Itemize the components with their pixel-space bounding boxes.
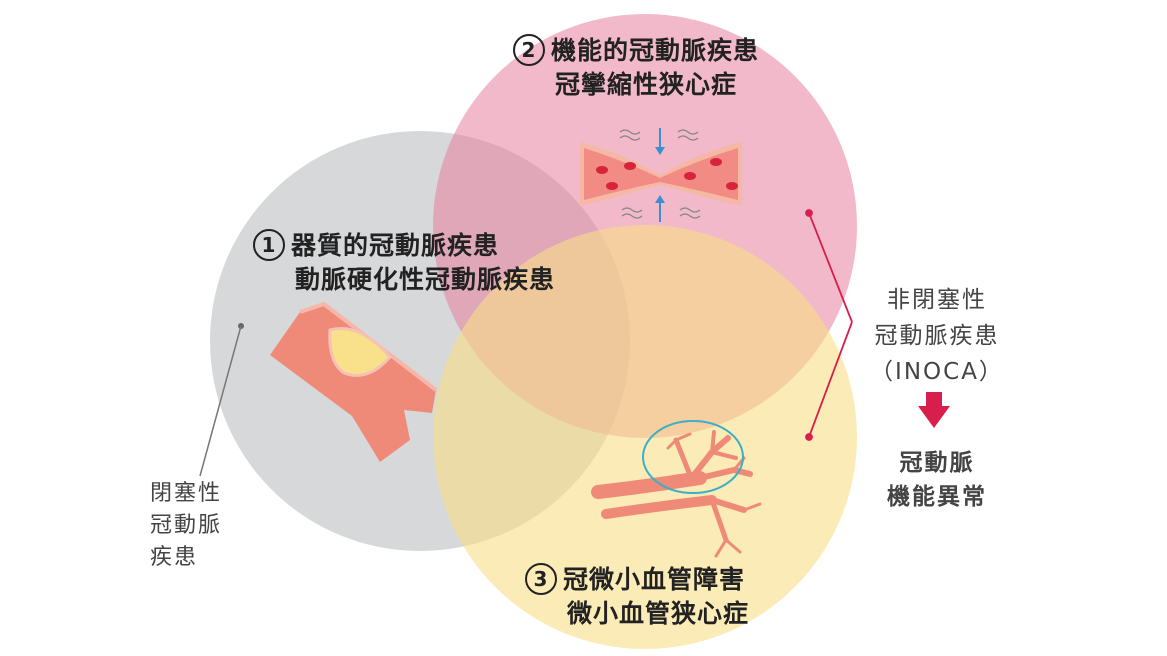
label-line: 機能異常 (887, 484, 987, 510)
label-line: 非閉塞性 (887, 287, 987, 313)
label-line2: 冠攣縮性狭心症 (555, 70, 738, 99)
label-line: 冠動脈疾患 (874, 323, 1000, 349)
label-line: 冠動脈 (899, 450, 975, 476)
label-line: 冠動脈 (150, 513, 223, 538)
coronary-dysfunction-label: 冠動脈 機能異常 (862, 446, 1012, 514)
microvessel-icon (591, 420, 762, 558)
left-pointer (199, 323, 244, 477)
atherosclerotic-artery-icon (270, 301, 438, 462)
label-line: （INOCA） (870, 359, 1004, 385)
label-line1: 機能的冠動脈疾患 (551, 36, 760, 65)
inoca-label: 非閉塞性 冠動脈疾患 （INOCA） (862, 282, 1012, 390)
vasospasm-icon (580, 128, 742, 222)
label-line1: 器質的冠動脈疾患 (291, 231, 500, 260)
label-line: 閉塞性 (150, 481, 223, 506)
inoca-bracket (805, 209, 853, 441)
number-badge: 2 (513, 34, 545, 66)
number-badge: 1 (253, 229, 285, 261)
label-line: 疾患 (150, 545, 199, 570)
number-badge: 3 (525, 563, 557, 595)
microvascular-circle (433, 225, 857, 649)
label-line2: 微小血管狭心症 (567, 599, 750, 628)
label-line1: 冠微小血管障害 (563, 565, 746, 594)
label-line2: 動脈硬化性冠動脈疾患 (295, 265, 556, 294)
down-arrow-icon (918, 392, 950, 428)
obstructive-cad-label: 閉塞性 冠動脈 疾患 (150, 478, 222, 574)
